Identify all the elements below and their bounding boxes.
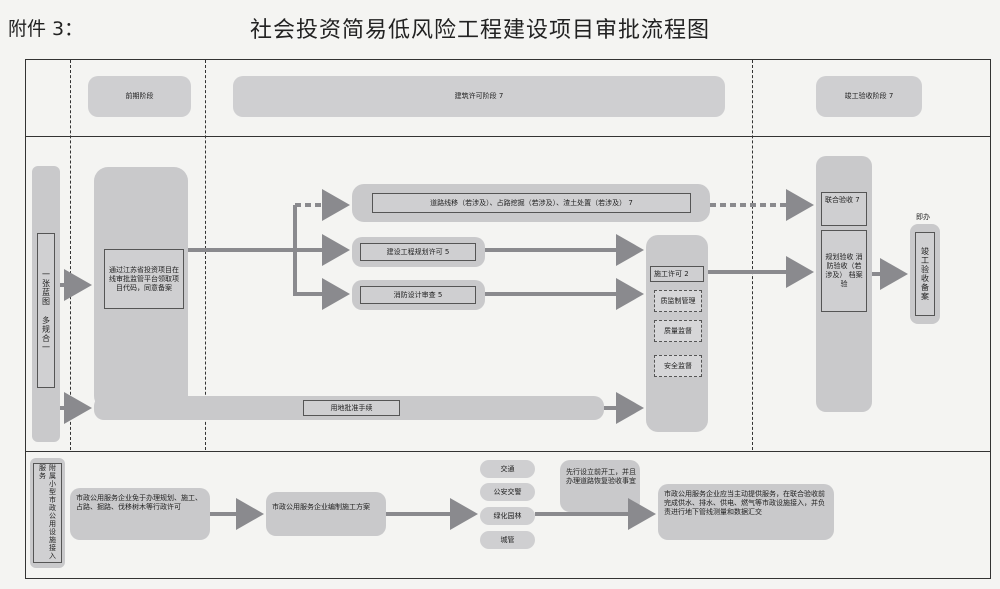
utility-service-text: 市政公用服务企业应当主动提供服务，在联合验收前完成供水、排水、供电、燃气等市政设… <box>664 490 825 516</box>
utility-plan-text: 市政公用服务企业编制施工方案 <box>272 503 370 511</box>
utility-plan-panel <box>266 492 386 536</box>
service-label: 附属小型市政公用设施接入服务 <box>33 463 62 563</box>
completion-filing-box: 竣工验收备案 <box>915 232 935 316</box>
phase-permit: 建筑许可阶段 7 <box>233 76 725 117</box>
utility-permits-panel <box>70 488 210 540</box>
greening-box: 绿化园林 <box>480 507 535 525</box>
land-approval-box: 用地批准手续 <box>303 400 400 416</box>
traffic-box: 交通 <box>480 460 535 478</box>
utility-permits-text: 市政公用服务企业免于办理规划、施工、占路、掘路、伐移树木等行政许可 <box>76 494 202 511</box>
city-mgmt-box: 城管 <box>480 531 535 549</box>
service-separator <box>25 451 991 452</box>
phase-separator <box>25 136 991 137</box>
blueprint-label: 一张蓝图 多规合一 <box>37 233 55 388</box>
construction-permit-label: 施工许可 2 <box>650 266 704 282</box>
diagram-frame <box>25 59 991 579</box>
road-permit-box: 道路线移（若涉及）、占路挖掘（若涉及）、渣土处置（若涉及） 7 <box>372 193 691 213</box>
acceptance-items-box: 规划验收 消防验收（若涉及） 档案验 <box>821 230 867 312</box>
phase-prep: 前期阶段 <box>88 76 191 117</box>
quality-mgmt-box: 质监制管理 <box>654 290 702 312</box>
police-box: 公安交警 <box>480 483 535 501</box>
divider-3 <box>752 60 753 450</box>
joint-acceptance-label: 联合验收 7 <box>821 192 867 226</box>
attachment-label: 附件 3： <box>8 18 84 40</box>
project-code-box: 通过江苏省投资项目在线审批监管平台领取项目代码，同意备案 <box>104 249 184 309</box>
construct-first-panel <box>560 460 640 512</box>
assist-label: 即办 <box>916 213 930 221</box>
safety-supervision-box: 安全监督 <box>654 355 702 377</box>
quality-supervision-box: 质量监督 <box>654 320 702 342</box>
planning-permit-box: 建设工程规划许可 5 <box>360 243 476 261</box>
fire-review-box: 消防设计审查 5 <box>360 286 476 304</box>
phase-completion: 竣工验收阶段 7 <box>816 76 922 117</box>
divider-2 <box>205 60 206 450</box>
divider-1 <box>70 60 71 450</box>
page-title: 社会投资简易低风险工程建设项目审批流程图 <box>250 18 711 43</box>
utility-service-panel <box>658 484 834 540</box>
construct-first-text: 先行设立前开工，并且办理道路恢复验收事宜 <box>566 468 636 485</box>
